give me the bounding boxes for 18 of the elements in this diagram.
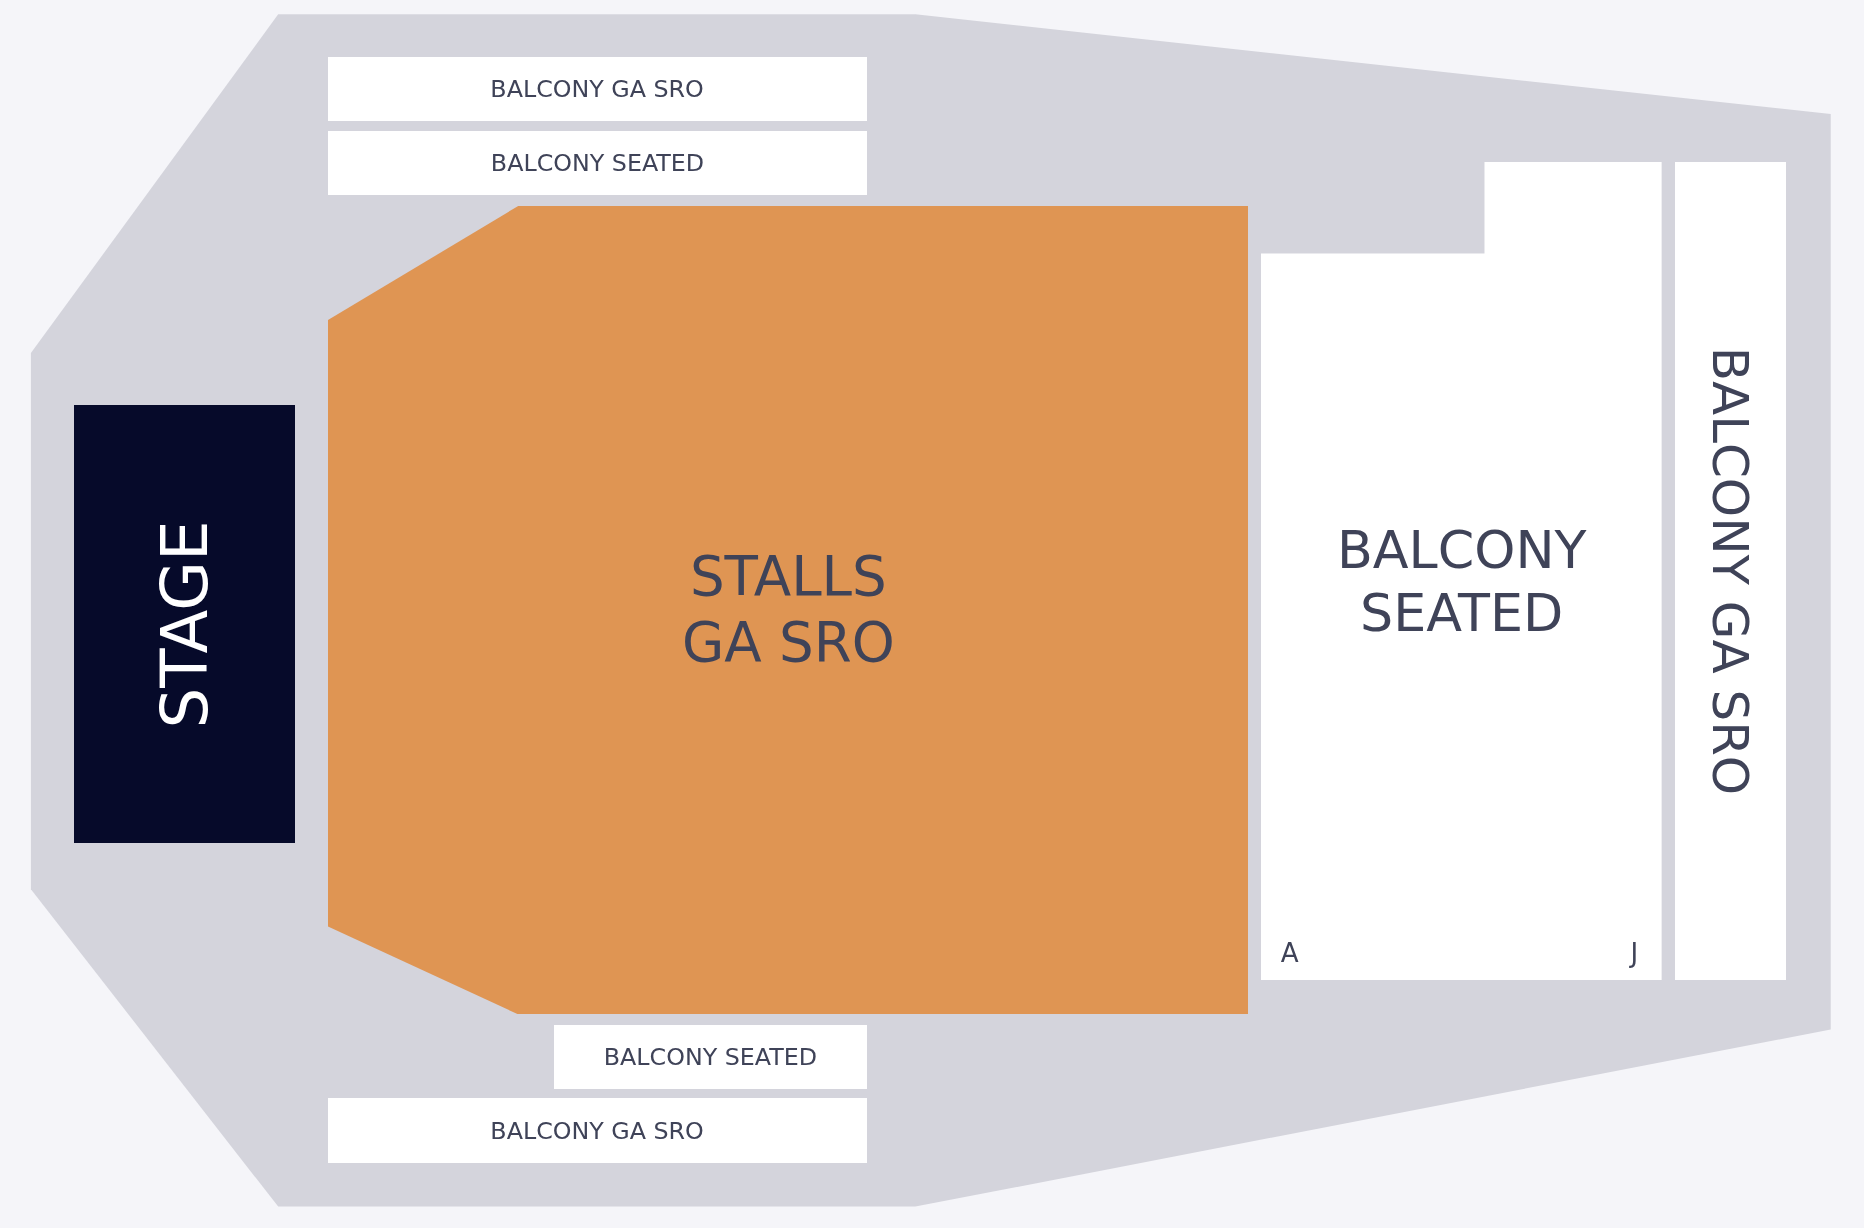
- seating-section: [328, 130, 867, 195]
- row-letter: J: [1630, 938, 1639, 969]
- section-label: BALCONY SEATED: [1335, 519, 1588, 645]
- section-label: BALCONY GA SRO: [490, 75, 704, 104]
- section-label: BALCONY SEATED: [490, 148, 705, 177]
- standing-section: [328, 1098, 867, 1163]
- section-label: BALCONY GA SRO: [1701, 346, 1760, 795]
- stage-area: [73, 405, 295, 843]
- row-letter: A: [1280, 938, 1299, 969]
- seating-section: [1261, 161, 1662, 980]
- standing-section: [1675, 161, 1786, 980]
- section-label: STAGE: [146, 520, 222, 729]
- standing-section: [328, 57, 867, 122]
- seating-section: [553, 1024, 867, 1089]
- stalls-section: [328, 205, 1249, 1014]
- section-label: BALCONY GA SRO: [490, 1116, 704, 1145]
- section-label: STALLS GA SRO: [680, 544, 896, 676]
- section-label: BALCONY SEATED: [603, 1042, 818, 1071]
